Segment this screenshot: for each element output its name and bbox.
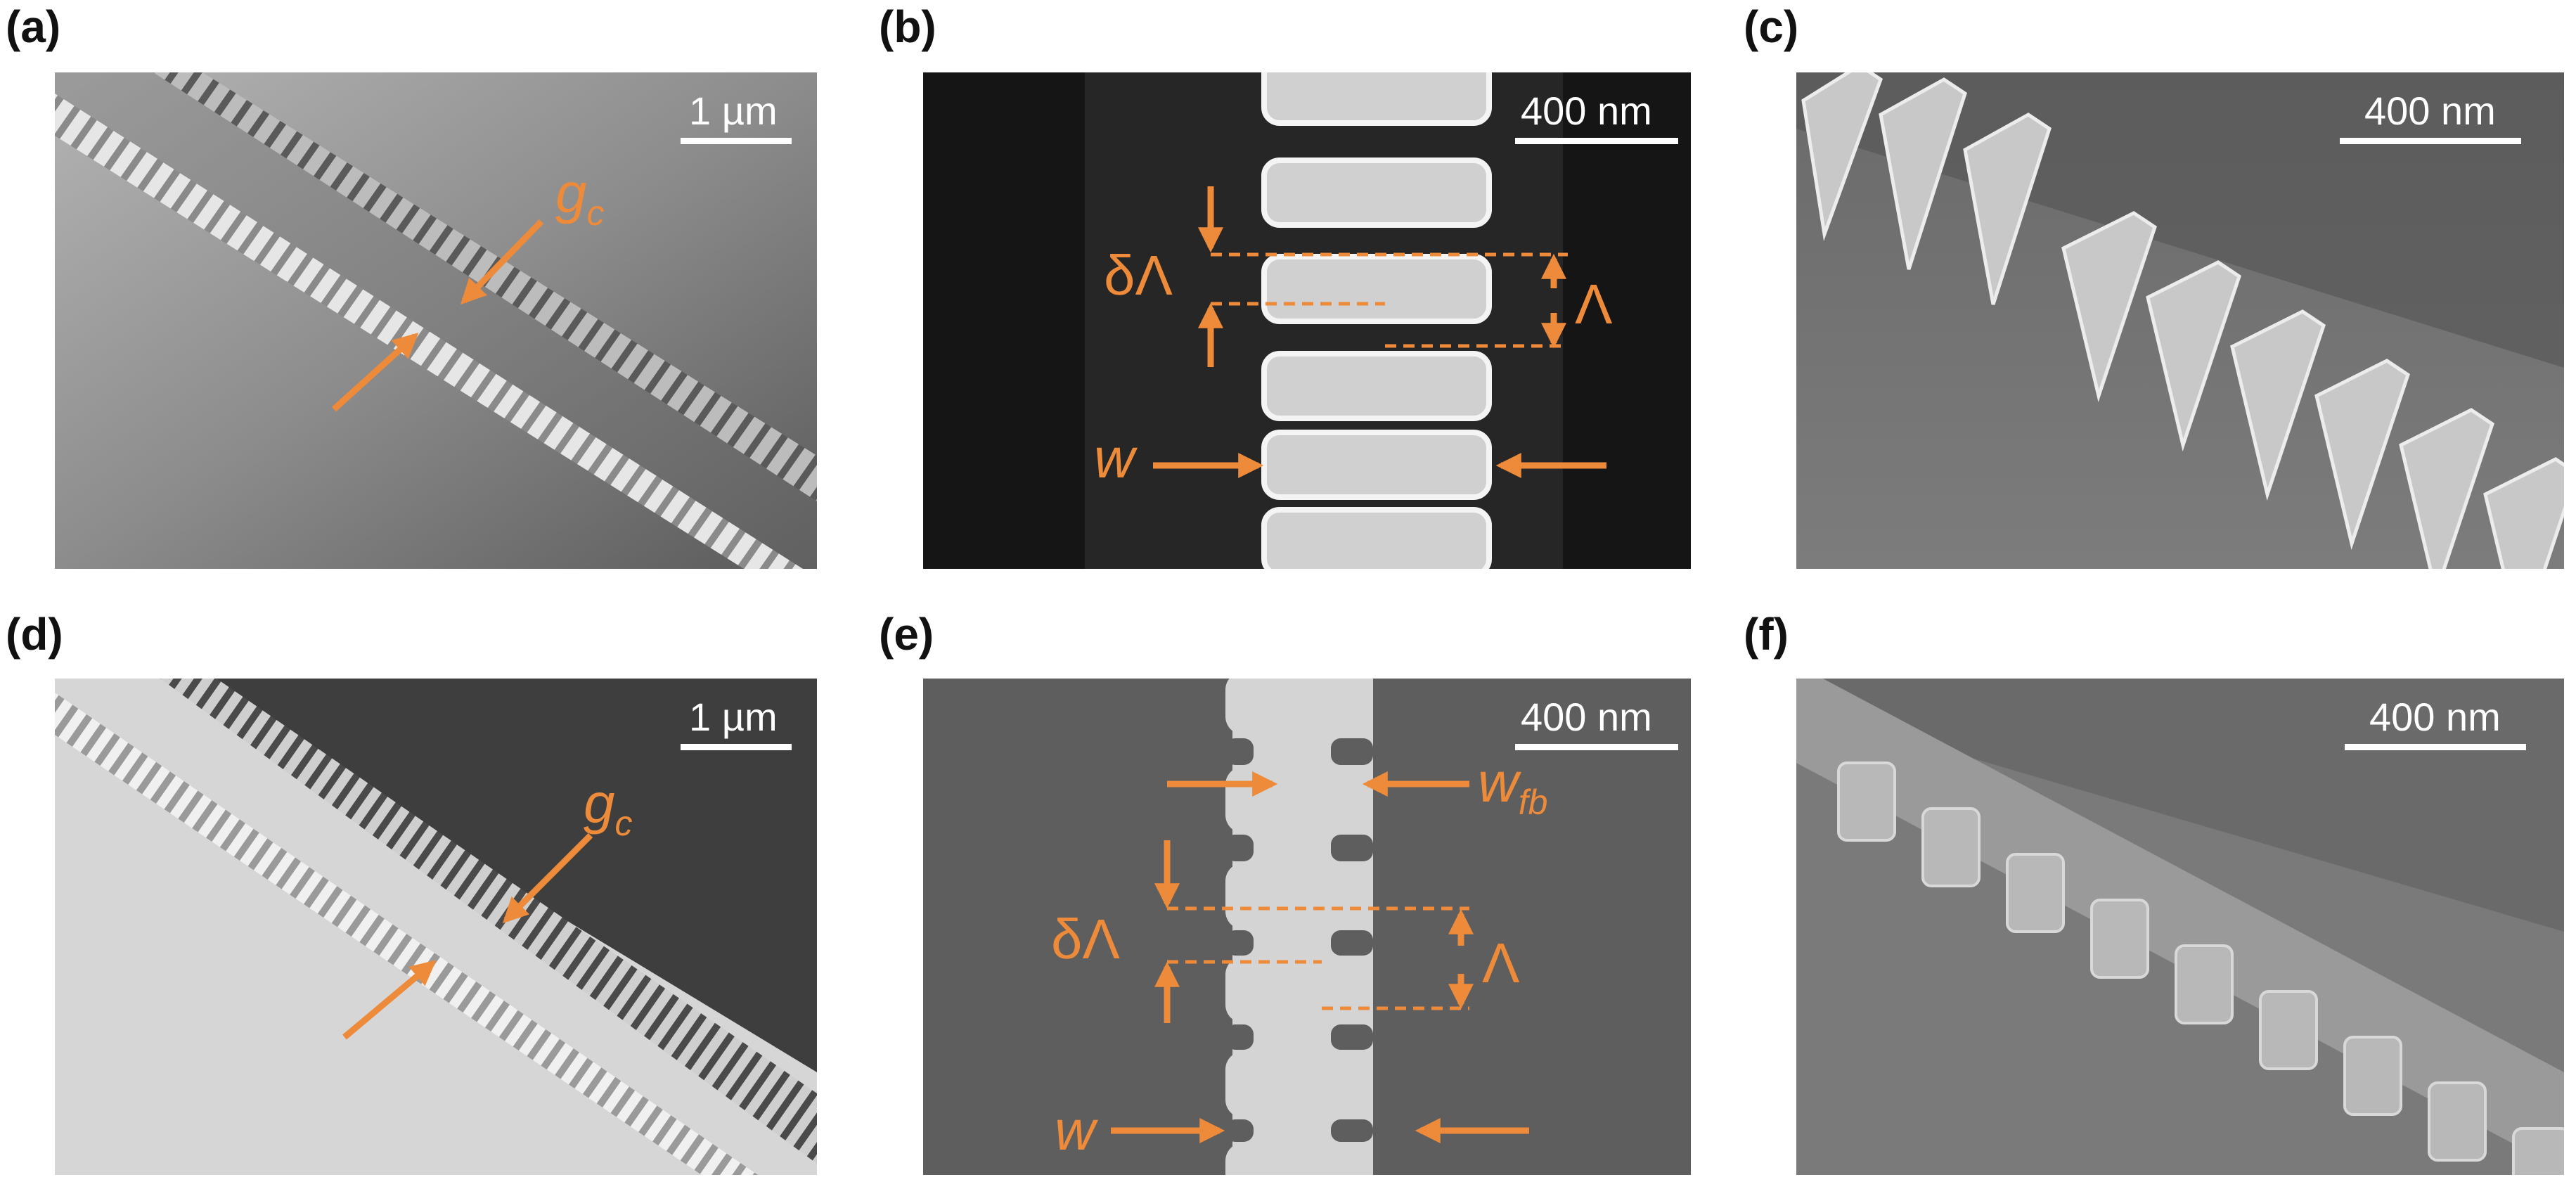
- scalebar-d: [681, 744, 792, 750]
- sem-image-e: [923, 679, 1691, 1175]
- sem-image-c: [1796, 72, 2564, 569]
- width-label-e: w: [1055, 1099, 1095, 1162]
- sem-image-b: [923, 72, 1691, 569]
- scalebar-e: [1515, 744, 1678, 750]
- scalebar-c: [2340, 138, 2521, 144]
- panel-label-d: (d): [6, 609, 63, 660]
- panel-label-a: (a): [6, 1, 61, 52]
- period-label-b: Λ: [1575, 273, 1613, 335]
- scalebar-f: [2345, 744, 2526, 750]
- scalebar-a: [681, 138, 792, 144]
- panel-label-b: (b): [879, 1, 936, 52]
- sem-image-d: [55, 679, 817, 1175]
- panel-label-e: (e): [879, 609, 934, 660]
- panel-label-c: (c): [1744, 1, 1799, 52]
- scalebar-b: [1515, 138, 1678, 144]
- gap-label-d: gc: [584, 772, 633, 843]
- scalebar-label-f: 400 nm: [2369, 695, 2501, 739]
- sem-image-f: [1796, 679, 2564, 1175]
- scalebar-label-e: 400 nm: [1521, 695, 1652, 739]
- delta-period-label-e: δΛ: [1051, 908, 1120, 970]
- scalebar-label-a: 1 µm: [689, 89, 778, 133]
- wfb-label-e: wfb: [1478, 751, 1548, 822]
- gap-label-a: gc: [555, 162, 605, 233]
- period-label-e: Λ: [1482, 932, 1520, 994]
- scalebar-label-b: 400 nm: [1521, 89, 1652, 133]
- scalebar-label-c: 400 nm: [2364, 89, 2496, 133]
- panel-label-f: (f): [1744, 609, 1789, 660]
- delta-period-label-b: δΛ: [1104, 244, 1173, 307]
- scalebar-label-d: 1 µm: [689, 695, 778, 739]
- sem-image-a: [55, 72, 817, 569]
- width-label-b: w: [1094, 427, 1135, 489]
